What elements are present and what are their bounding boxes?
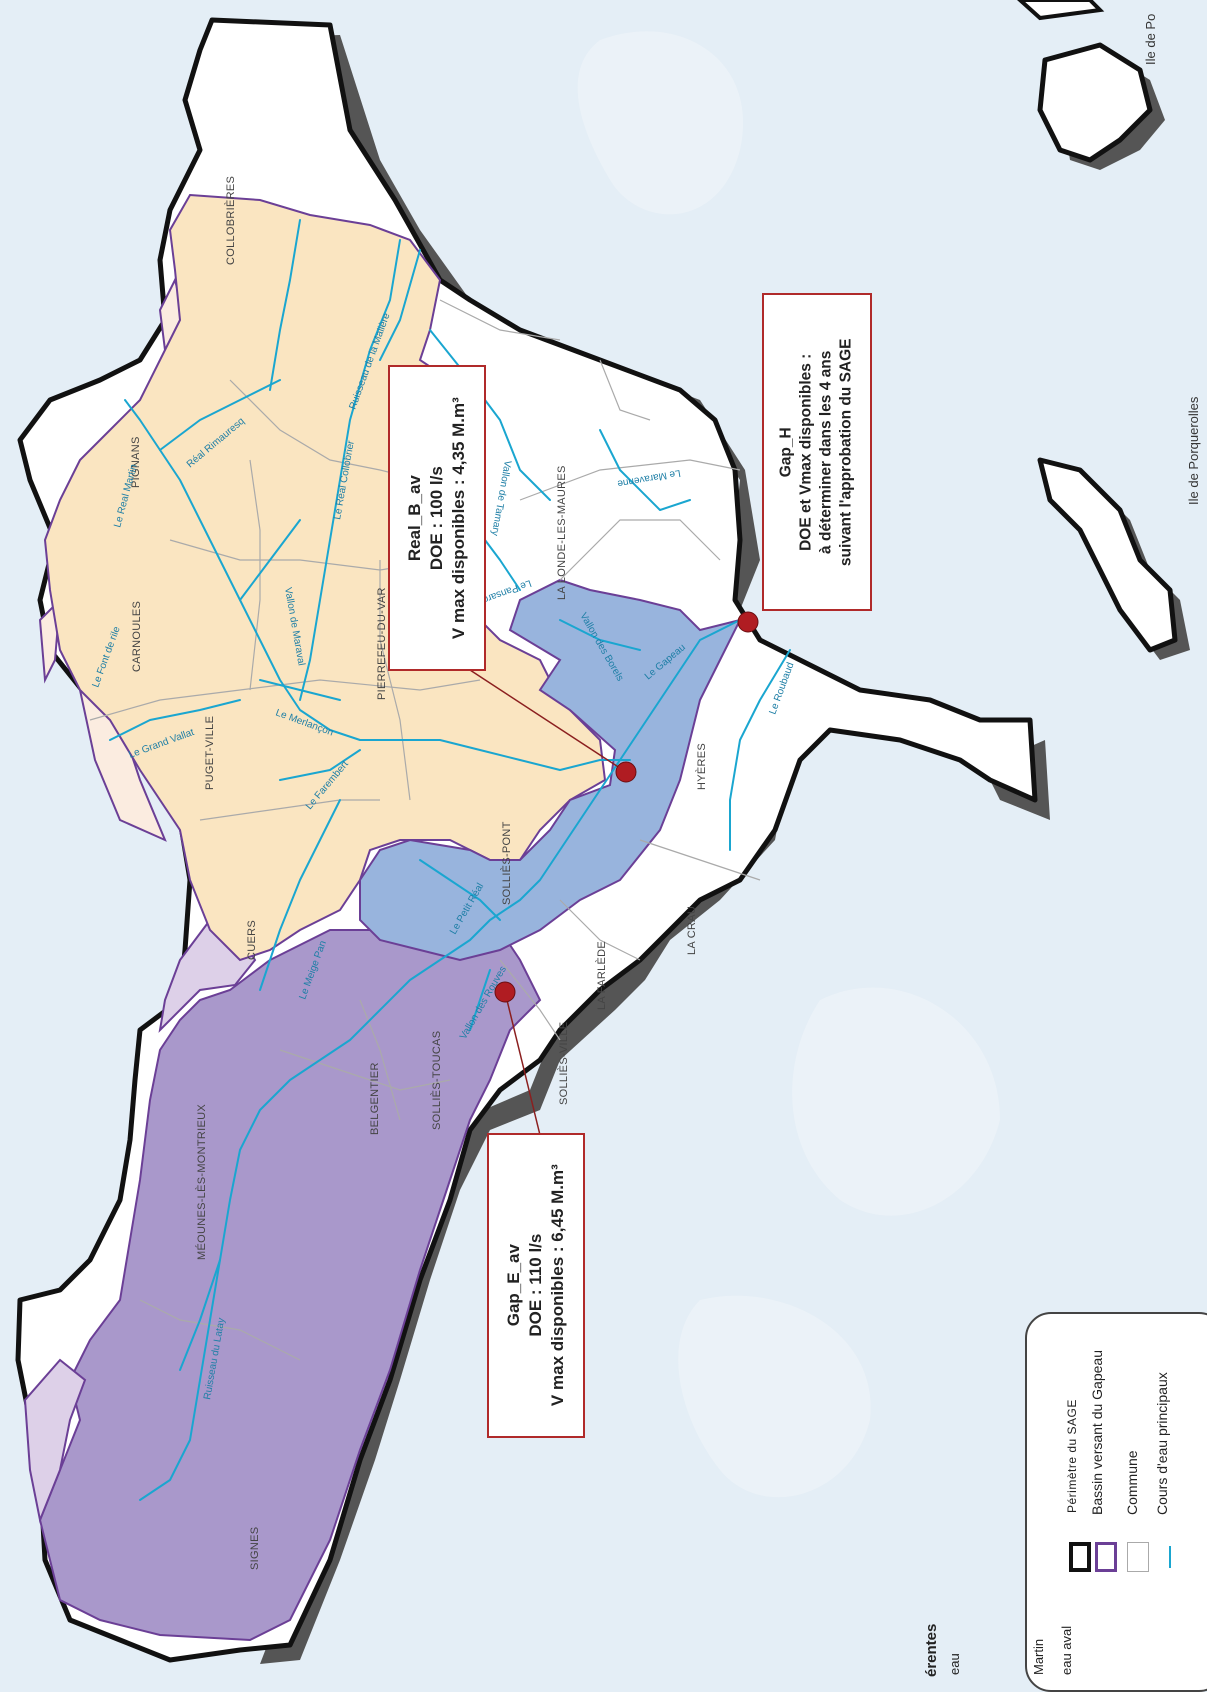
river-roubaud	[729, 649, 791, 851]
callout-title: Gap_H	[777, 427, 795, 477]
legend-partial-sub2: Martin	[1031, 1638, 1046, 1675]
commune-label: PIERREFEU-DU-VAR	[376, 587, 388, 700]
measurement-points	[494, 611, 759, 1003]
island-porquerolles	[1037, 457, 1178, 653]
legend-label-commune: Commune	[1124, 1450, 1140, 1515]
legend-partial-sub1: eau	[947, 1653, 962, 1675]
commune-label: SOLLIÈS-TOUCAS	[430, 1031, 443, 1130]
basin-gapeau-aval	[359, 578, 742, 962]
legend-symbol-basin	[1095, 1542, 1117, 1572]
river-gapeau	[139, 619, 741, 1501]
river-real-martin	[124, 399, 631, 771]
river-rimauresq	[159, 379, 281, 451]
legend-symbol-river	[1159, 1542, 1181, 1572]
callout-line: DOE et Vmax disponibles :	[797, 353, 815, 551]
commune-label: PUGET-VILLE	[204, 716, 216, 790]
commune-label: HYÈRES	[695, 743, 708, 790]
callout-gap-h: Gap_H DOE et Vmax disponibles : à déterm…	[762, 293, 872, 611]
legend-symbol-perimeter	[1069, 1542, 1091, 1572]
callout-doe: DOE : 110 l/s	[525, 1234, 545, 1337]
commune-label: CUERS	[246, 920, 258, 960]
commune-label: SIGNES	[249, 1527, 261, 1570]
commune-label: CARNOULES	[131, 601, 143, 672]
island-label-port-cros: Ile de Po	[1143, 14, 1158, 65]
rivers	[109, 219, 791, 1501]
legend-label-basin: Bassin versant du Gapeau	[1089, 1350, 1105, 1515]
island-label-porquerolles: Ile de Porquerolles	[1186, 396, 1201, 505]
callout-title: Real_B_av	[404, 475, 424, 562]
basin-gapeau-amont	[38, 913, 542, 1642]
commune-label: LA FARLÈDE	[595, 941, 608, 1010]
commune-label: BELGENTIER	[369, 1062, 381, 1135]
commune-label: PIGNANS	[130, 436, 142, 488]
commune-labels: COLLOBRIÈRES PIGNANS CARNOULES PUGET-VIL…	[130, 176, 708, 1570]
legend-partial-sub3: eau aval	[1059, 1625, 1074, 1675]
river-latay	[179, 1259, 221, 1371]
callout-line: suivant l'approbation du SAGE	[838, 338, 856, 566]
river-upper-collobrieres	[269, 219, 301, 391]
marker-gap-h[interactable]	[737, 611, 759, 633]
callout-real-b-av: Real_B_av DOE : 100 l/s V max disponible…	[388, 365, 486, 671]
callout-vmax: V max disponibles : 6,45 M.m³	[548, 1164, 568, 1407]
basin-other-2	[23, 1358, 87, 1524]
commune-label: SOLLIÈS-VILLE	[557, 1022, 570, 1105]
river-real-collobrier	[299, 239, 401, 701]
commune-label: SOLLIÈS-PONT	[500, 821, 513, 905]
sea-texture	[577, 31, 1000, 1498]
river-maravenne	[599, 429, 691, 511]
commune-label: MÉOUNES-LÈS-MONTRIEUX	[195, 1104, 208, 1260]
commune-label: LA CRAU	[686, 906, 698, 955]
river-grand-vallat	[109, 699, 241, 741]
island-levant	[1017, 0, 1105, 21]
callout-title: Gap_E_av	[503, 1244, 523, 1327]
marker-gap-e-av[interactable]	[494, 981, 516, 1003]
river-petit-real	[419, 859, 501, 921]
river-merlancon	[259, 679, 341, 701]
legend-label-perimeter: Périmètre du SAGE	[1065, 1399, 1079, 1513]
river-farembert	[279, 749, 361, 781]
island-port-cros	[1037, 42, 1153, 163]
callout-vmax: V max disponibles : 4,35 M.m³	[449, 397, 469, 639]
callout-doe: DOE : 100 l/s	[426, 466, 446, 570]
river-meige-pan	[259, 799, 341, 991]
river-maliere	[379, 249, 421, 361]
river-borels	[559, 619, 641, 651]
legend-partial-title: érentes	[923, 1623, 940, 1677]
marker-real-b-av[interactable]	[615, 761, 637, 783]
river-rouves	[469, 969, 491, 1031]
legend-symbol-commune	[1127, 1542, 1149, 1572]
river-maraval	[239, 519, 301, 601]
legend-label-river: Cours d'eau principaux	[1154, 1372, 1170, 1515]
commune-label: LA LONDE-LES-MAURES	[556, 465, 568, 600]
commune-label: COLLOBRIÈRES	[224, 176, 237, 265]
legend: Périmètre du SAGE Bassin versant du Gape…	[1025, 1312, 1207, 1692]
river-tamary	[429, 329, 551, 501]
callout-line: à déterminer dans les 4 ans	[818, 350, 835, 554]
leader-lines	[469, 669, 627, 1136]
callout-gap-e-av: Gap_E_av DOE : 110 l/s V max disponibles…	[487, 1133, 585, 1438]
